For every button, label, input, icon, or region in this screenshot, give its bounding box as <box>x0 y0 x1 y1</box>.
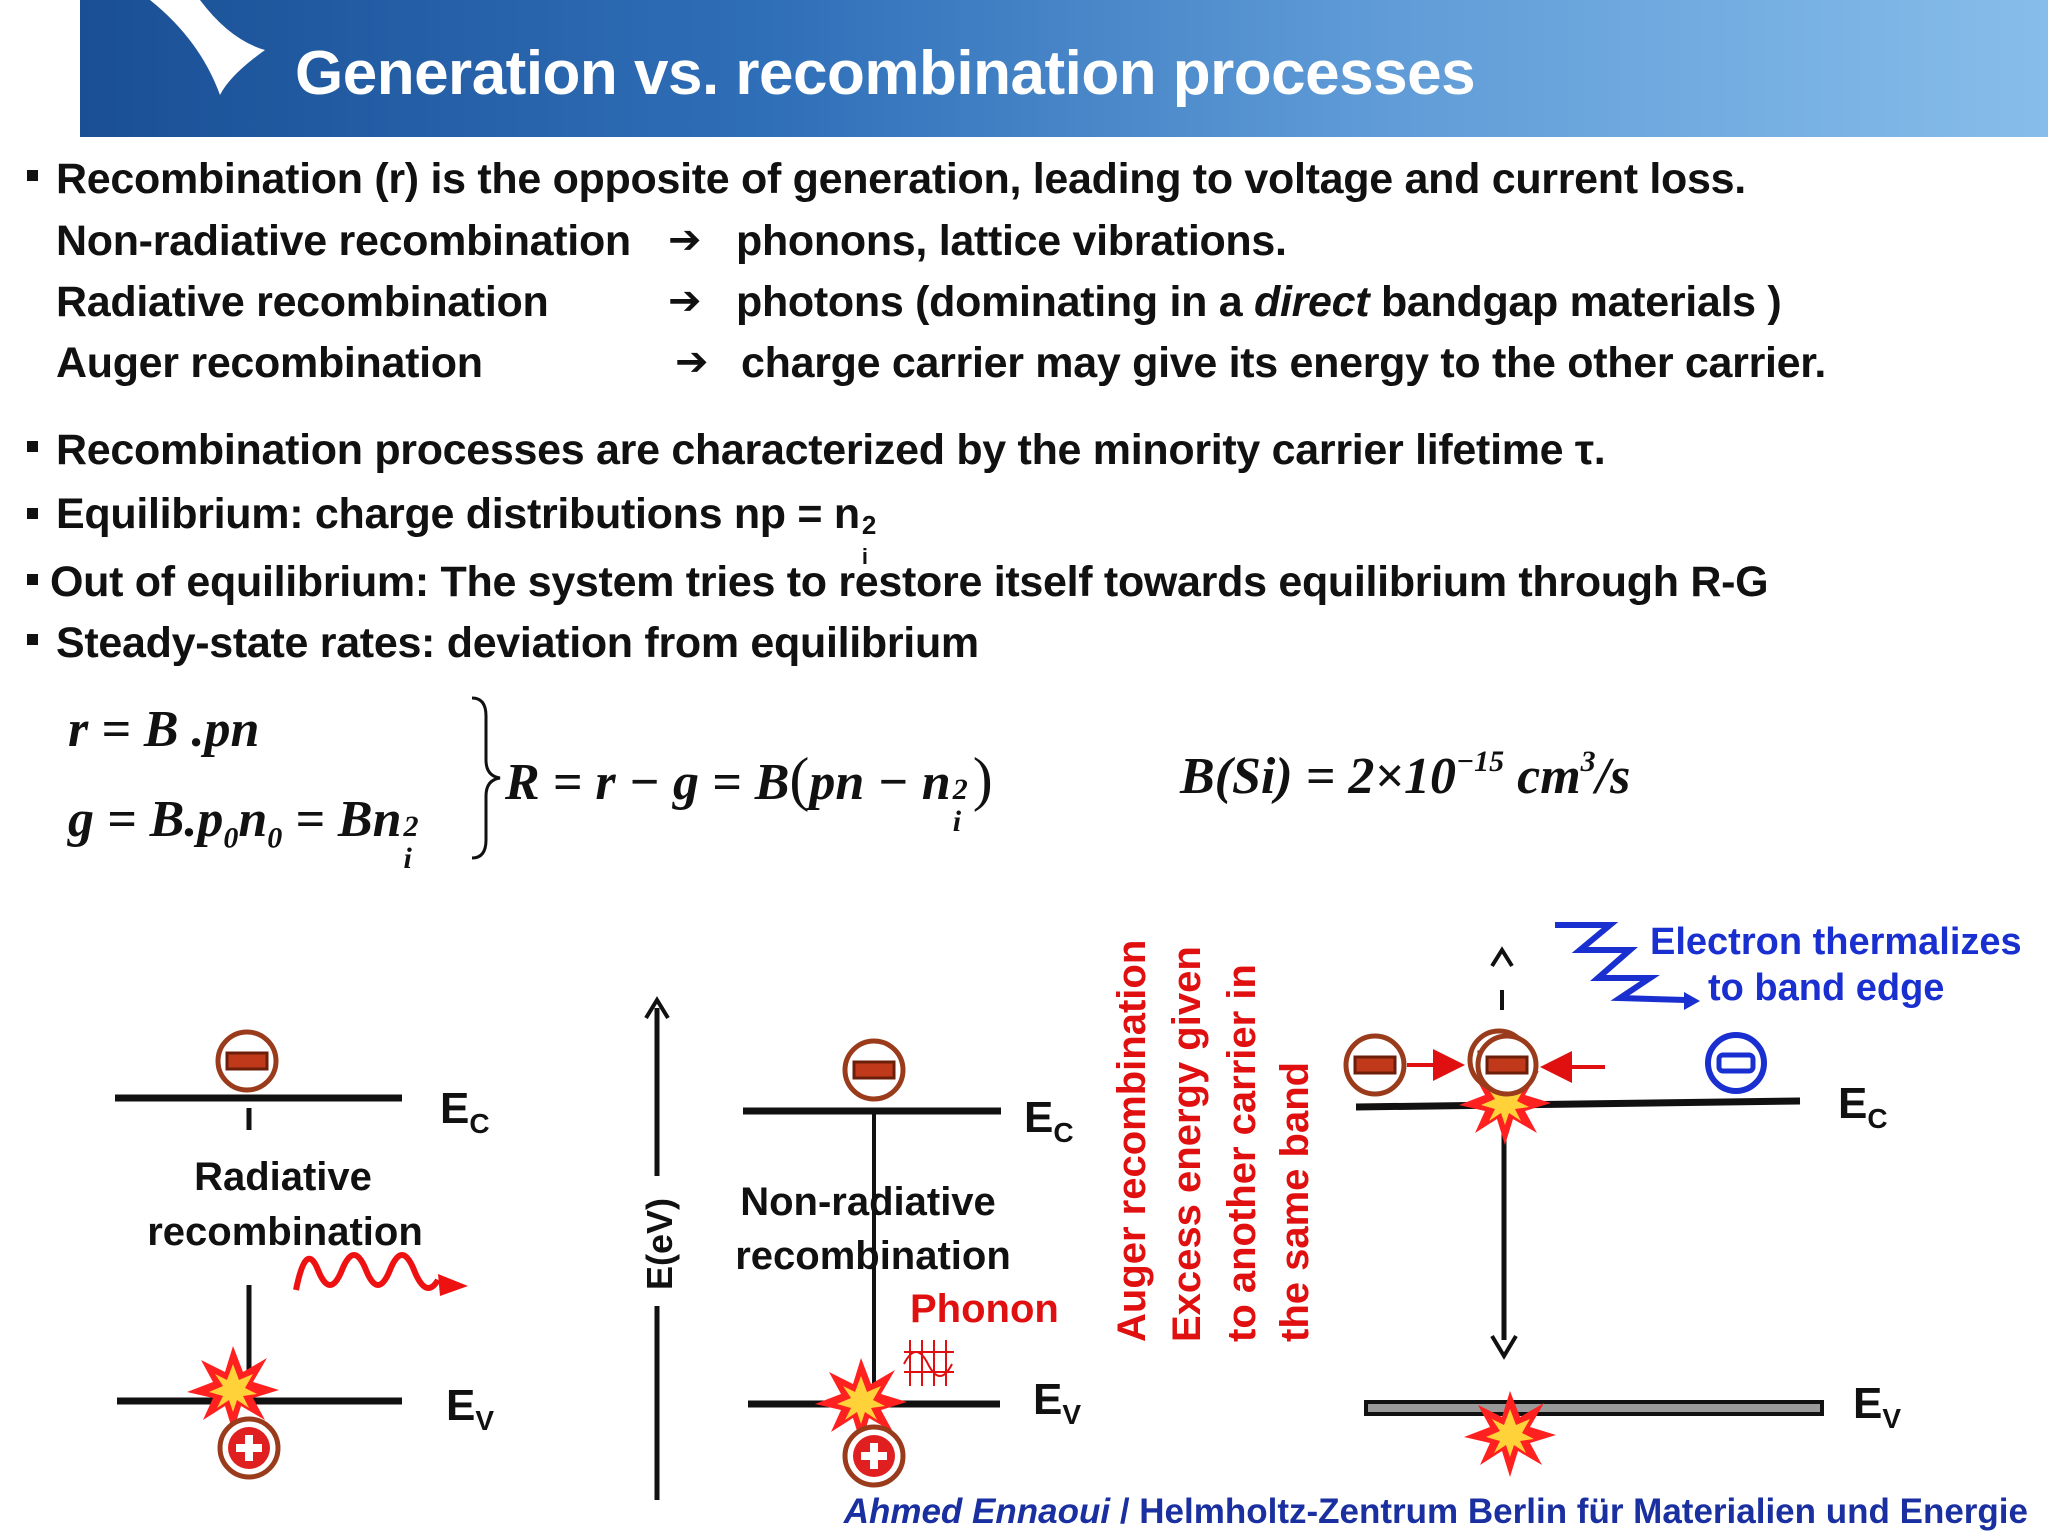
equation-B-exp: −15 <box>1455 745 1505 778</box>
arrow-icon: ➔ <box>668 217 702 263</box>
radiative-label-1: Radiative <box>194 1155 372 1199</box>
ec-label: EC <box>440 1084 490 1139</box>
equation-B-si: B(Si) = 2×10−15 cm3/s <box>1180 745 1630 806</box>
row-radiative-desc-b: bandgap materials ) <box>1369 278 1782 326</box>
nonradiative-label-2: recombination <box>735 1234 1011 1278</box>
bullet-equilibrium: Equilibrium: charge distributions np = n… <box>56 490 880 569</box>
equation-g-part: = Bn <box>282 791 402 848</box>
thermalization-label-2: to band edge <box>1708 967 1944 1009</box>
electron-icon <box>1346 1036 1404 1094</box>
row-nonradiative-desc: phonons, lattice vibrations. <box>736 217 1287 265</box>
photon-wave-icon <box>293 1252 441 1291</box>
curly-brace-icon <box>471 696 501 860</box>
logo-swoosh-icon <box>150 0 265 95</box>
starburst-icon <box>187 1346 279 1432</box>
row-auger-desc: charge carrier may give its energy to th… <box>741 339 1826 387</box>
bullet-out-of-equilibrium: Out of equilibrium: The system tries to … <box>50 558 1769 606</box>
equation-B-unit: cm <box>1504 748 1581 805</box>
auger-line-1: Auger recombination <box>1110 940 1154 1342</box>
thermalization-label-1: Electron thermalizes <box>1650 921 2022 963</box>
bullet-marker <box>27 634 38 645</box>
radiative-label-2: recombination <box>147 1210 423 1254</box>
row-radiative-name: Radiative recombination <box>56 278 549 326</box>
bullet-marker <box>27 508 38 519</box>
ev-label: EV <box>1033 1375 1081 1430</box>
phonon-icon <box>903 1340 954 1386</box>
equation-R-sub: i <box>952 805 962 838</box>
electron-icon <box>845 1041 903 1099</box>
ec-label: EC <box>1838 1079 1888 1134</box>
bullet-steady-state: Steady-state rates: deviation from equil… <box>56 619 979 667</box>
equation-g-part: g = B.p <box>68 791 224 848</box>
auger-line-4: the same band <box>1273 1062 1317 1342</box>
bullet-marker <box>27 441 38 452</box>
auger-line-2: Excess energy given <box>1165 946 1209 1342</box>
footer-author: Ahmed Ennaoui <box>843 1492 1111 1531</box>
title-bar: Generation vs. recombination processes <box>80 0 2048 137</box>
bullet-lifetime: Recombination processes are characterize… <box>56 426 1606 474</box>
ec-label: EC <box>1024 1093 1074 1148</box>
row-radiative-desc: photons (dominating in a direct bandgap … <box>736 278 1782 327</box>
thermalization-zigzag-icon <box>1555 922 1687 1003</box>
equation-g-part: n <box>238 791 268 848</box>
hole-icon <box>220 1419 278 1477</box>
thermalized-electron-icon <box>1705 1032 1767 1094</box>
bullet-marker <box>27 170 38 181</box>
nonradiative-label-1: Non-radiative <box>740 1180 996 1224</box>
equation-B-unit-exp: 3 <box>1580 745 1596 778</box>
equation-g-sup: 2 <box>403 810 419 843</box>
energy-axis-label: E(eV) <box>639 1198 680 1290</box>
equation-g-sub: i <box>403 842 412 875</box>
electron-icon <box>218 1032 276 1090</box>
footer-institution: Helmholtz-Zentrum Berlin für Materialien… <box>1139 1492 2028 1531</box>
ev-label: EV <box>1853 1379 1901 1434</box>
auger-line-3: to another carrier in <box>1220 964 1264 1342</box>
arrow-icon: ➔ <box>675 339 709 385</box>
auger-electron-pair <box>1470 1031 1536 1094</box>
equation-g-sub: 0 <box>267 821 283 855</box>
equation-g-sub: 0 <box>223 821 239 855</box>
equation-R-inner: pn − n <box>809 754 951 811</box>
equation-B-tail: /s <box>1595 748 1631 805</box>
recombination-diagram: EC EV Radiative recombination E(eV) Non-… <box>115 921 2022 1500</box>
ev-label: EV <box>446 1381 494 1436</box>
phonon-label: Phonon <box>910 1287 1059 1331</box>
row-radiative-desc-a: photons (dominating in a <box>736 278 1254 326</box>
auger-description: Auger recombination Excess energy given … <box>1110 940 1317 1342</box>
bullet-recombination: Recombination (r) is the opposite of gen… <box>56 155 1746 203</box>
arrow-icon: ➔ <box>668 278 702 324</box>
footer-credit: Ahmed Ennaoui / Helmholtz-Zentrum Berlin… <box>844 1492 2028 1532</box>
equation-R-part: R = r − g = B <box>505 754 790 811</box>
equation-B-part: B(Si) = 2×10 <box>1180 748 1456 805</box>
bullet-marker <box>27 574 38 585</box>
hole-icon <box>845 1427 903 1485</box>
equilibrium-sup: 2 <box>861 510 877 540</box>
row-radiative-desc-em: direct <box>1254 278 1370 326</box>
row-auger-name: Auger recombination <box>56 339 483 387</box>
equilibrium-text: Equilibrium: charge distributions np = n <box>56 490 860 538</box>
equation-R-sup: 2 <box>952 773 968 806</box>
page-title: Generation vs. recombination processes <box>295 39 1476 108</box>
row-nonradiative-name: Non-radiative recombination <box>56 217 631 265</box>
equilibrium-sub: i <box>861 544 868 569</box>
equation-r: r = B .pn <box>68 701 260 758</box>
footer-separator: / <box>1110 1492 1140 1531</box>
